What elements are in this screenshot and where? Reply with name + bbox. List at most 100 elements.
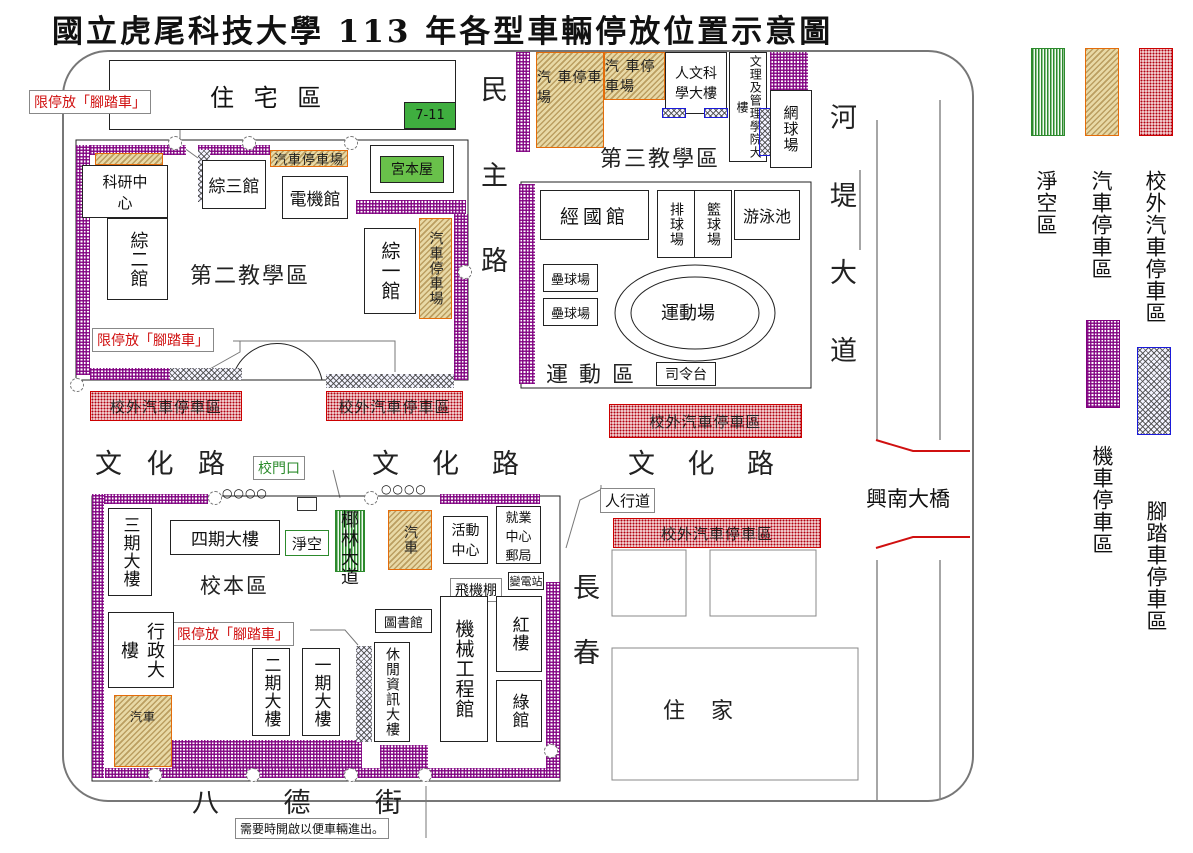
offcampus-parking-4: 校外汽車停車區 — [613, 518, 821, 548]
scooter-zone — [90, 145, 186, 155]
yiqi-building: 一期大樓 — [302, 648, 340, 736]
bicycle-zone — [326, 374, 454, 388]
road-char: 街 — [375, 788, 402, 819]
residential-label: 住 宅 區 — [210, 83, 328, 112]
road-char: 路 — [747, 449, 774, 480]
offcampus-parking-2: 校外汽車停車區 — [326, 391, 463, 421]
car-zone: 汽車 — [388, 510, 432, 570]
bicycle-zone — [356, 646, 372, 742]
map-title: 國立虎尾科技大學 113 年各型車輛停放位置示意圖 — [52, 14, 834, 50]
residential-area: 住 宅 區 — [109, 60, 456, 130]
road-char: 主 — [481, 160, 508, 192]
gate-posts: ○○○○ — [381, 482, 427, 496]
offcampus-parking-3: 校外汽車停車區 — [609, 404, 802, 438]
legend-car: 汽車停車區 — [1089, 170, 1113, 280]
gate-marker — [364, 491, 378, 505]
scooter-zone — [172, 740, 362, 768]
softball-field-1: 壘球場 — [543, 264, 598, 292]
gate-marker — [242, 136, 256, 150]
gate-marker — [418, 768, 432, 782]
third-teaching-area: 第三教學區 — [600, 147, 721, 172]
scooter-zone — [546, 582, 560, 778]
mechanical-hall: 機械工程館 — [440, 596, 488, 742]
green-hall: 綠館 — [496, 680, 542, 742]
library: 圖書館 — [375, 609, 432, 633]
bicycle-zone — [170, 368, 242, 380]
scooter-zone — [92, 494, 104, 778]
substation: 變電站 — [508, 572, 544, 590]
building-label: 活動中心 — [451, 523, 480, 559]
seven-eleven: 7-11 — [404, 102, 456, 129]
legend-swatch-car — [1085, 48, 1119, 136]
car-parking-vertical: 汽車停車場 — [419, 218, 452, 319]
keyan-center: 科研中心 — [82, 165, 168, 218]
bicycle-zone — [662, 108, 686, 118]
road-char: 德 — [283, 788, 311, 819]
road-char: 道 — [830, 335, 857, 367]
wenhua-road-3: 文化路 — [628, 442, 774, 481]
legend-offcampus: 校外汽車停車區 — [1143, 170, 1167, 324]
legend-scooter: 機車停車區 — [1090, 445, 1114, 555]
road-char: 河 — [830, 103, 857, 134]
podium: 司令台 — [656, 362, 716, 386]
tennis-court: 網球場 — [770, 90, 812, 168]
dianji-hall: 電機館 — [282, 176, 348, 219]
sports-area: 運 動 區 — [546, 363, 636, 388]
hangar-callout: 飛機棚 — [450, 578, 502, 602]
scooter-zone — [770, 52, 808, 90]
road-char: 路 — [198, 449, 225, 480]
legend-swatch-offcampus — [1139, 48, 1173, 136]
jingguo-hall: 經國館 — [540, 190, 649, 240]
scooter-zone — [380, 745, 428, 768]
red-building: 紅樓 — [496, 596, 542, 672]
guard-box — [297, 497, 317, 511]
bike-only-callout-1: 限停放「腳踏車」 — [29, 90, 151, 114]
minzhu-road: 民 主 路 — [481, 68, 508, 278]
legend-bicycle: 腳踏車停車區 — [1144, 500, 1168, 632]
gate-marker — [168, 136, 182, 150]
road-char: 大 — [830, 258, 857, 290]
hedi-avenue: 河 堤 大 道 — [830, 96, 857, 368]
car-parking-label: 汽車停車場 — [270, 150, 348, 168]
legend-swatch-bicycle — [1137, 347, 1171, 435]
offcampus-parking-1: 校外汽車停車區 — [90, 391, 242, 421]
gate-posts: ○○○○ — [222, 486, 268, 500]
main-gate-callout: 校門口 — [253, 456, 305, 480]
road-char: 八 — [192, 788, 219, 819]
road-char: 化 — [432, 449, 459, 480]
career-post-office: 就業中心郵局 — [496, 506, 541, 564]
scooter-zone — [198, 145, 270, 155]
car-parking-1: 汽 車停車場 — [536, 52, 604, 148]
gongben-block: 宮本屋 — [370, 145, 454, 193]
changchun-road: 長春 — [573, 566, 600, 670]
scooter-zone — [516, 52, 530, 152]
gate-marker — [208, 491, 222, 505]
road-char: 長 — [573, 573, 600, 604]
building-label: 科研中心 — [102, 172, 148, 212]
scooter-zone — [440, 494, 540, 504]
gate-marker — [344, 768, 358, 782]
road-char: 文 — [95, 449, 122, 480]
swimming-pool: 游泳池 — [734, 190, 800, 240]
renwen-building: 人文科學大樓 — [665, 52, 727, 114]
road-char: 民 — [481, 75, 508, 106]
activity-center: 活動中心 — [443, 516, 488, 564]
zonger-hall: 綜二館 — [107, 218, 168, 300]
road-char: 化 — [687, 449, 715, 480]
sanqi-building: 三期大樓 — [108, 508, 152, 596]
car-zone-admin: 汽車 — [114, 695, 172, 767]
legend-swatch-scooter — [1086, 320, 1120, 408]
bike-only-callout-3: 限停放「腳踏車」 — [172, 622, 294, 646]
admin-building: 行政大樓 — [108, 612, 174, 688]
coconut-avenue: 椰林大道 — [338, 510, 359, 586]
siqi-building: 四期大樓 — [170, 520, 280, 555]
building-label: 就業中心郵局 — [505, 510, 532, 564]
scooter-zone — [454, 214, 468, 380]
road-char: 文 — [372, 449, 399, 480]
road-char: 堤 — [830, 180, 857, 212]
scooter-zone — [104, 494, 208, 504]
road-char: 路 — [492, 449, 519, 480]
legend-swatch-clear — [1031, 48, 1065, 136]
road-char: 化 — [146, 449, 174, 480]
leisure-info-building: 休閒資訊大樓 — [374, 642, 410, 742]
